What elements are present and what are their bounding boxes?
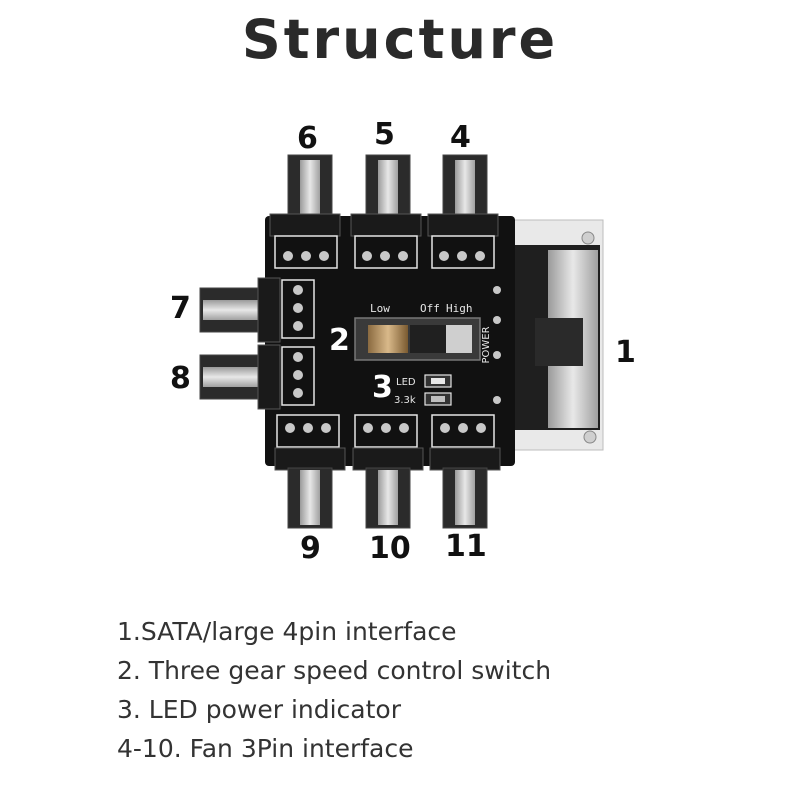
fan-connector-6: [269, 154, 341, 269]
fan-connector-5: [350, 154, 422, 269]
callout-6: 6: [297, 121, 318, 156]
legend-list: 1.SATA/large 4pin interface 2. Three gea…: [117, 612, 551, 768]
callout-10: 10: [369, 531, 411, 566]
splitter-board-diagram: POWER Low Off High LED 3.3k: [199, 154, 604, 529]
fan-connector-7: [199, 277, 315, 343]
callout-7: 7: [170, 291, 191, 326]
speed-switch: [354, 317, 481, 361]
callout-5: 5: [374, 117, 395, 152]
fan-connector-4: [427, 154, 499, 269]
resistor-label: 3.3k: [394, 395, 416, 406]
fan-connector-9: [274, 414, 346, 529]
power-pins: [493, 286, 501, 404]
callout-8: 8: [170, 361, 191, 396]
led-label: LED: [396, 377, 416, 388]
callout-9: 9: [300, 531, 321, 566]
switch-label-off: Off: [420, 302, 440, 315]
sata-connector: [494, 219, 604, 451]
callout-3: 3: [372, 370, 393, 405]
fan-connector-10: [352, 414, 424, 529]
callout-1: 1: [615, 335, 636, 370]
fan-connector-8: [199, 344, 315, 410]
callout-4: 4: [450, 120, 471, 155]
callout-2: 2: [329, 323, 350, 358]
power-label: POWER: [481, 326, 492, 363]
page-title: Structure: [241, 8, 559, 71]
switch-label-high: High: [446, 302, 473, 315]
legend-item: 3. LED power indicator: [117, 695, 401, 724]
callout-11: 11: [445, 529, 487, 564]
legend-item: 1.SATA/large 4pin interface: [117, 617, 457, 646]
legend-item: 4-10. Fan 3Pin interface: [117, 734, 414, 763]
legend-item: 2. Three gear speed control switch: [117, 656, 552, 685]
fan-connector-11: [429, 414, 501, 529]
led-indicator: [424, 374, 452, 388]
switch-label-low: Low: [370, 302, 390, 315]
resistor: [424, 392, 452, 406]
